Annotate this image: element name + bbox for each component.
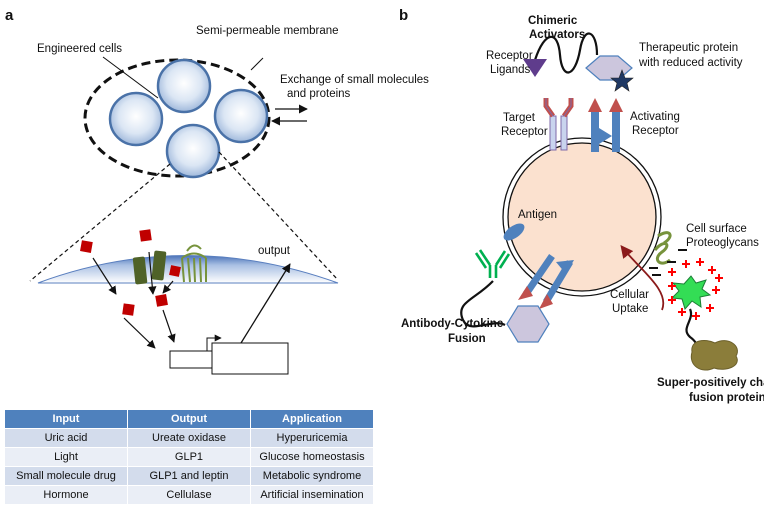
proteoglycans-line1: Cell surface xyxy=(686,223,747,235)
panel-b-letter: b xyxy=(399,7,408,24)
table-row: Hormone Cellulase Artificial inseminatio… xyxy=(5,486,373,504)
output-arrow xyxy=(240,263,291,344)
activating-receptor-line1: Activating xyxy=(630,111,680,123)
engineered-cell xyxy=(213,88,269,144)
table-cell: Hyperuricemia xyxy=(251,429,373,447)
table-cell: Cellulase xyxy=(128,486,250,504)
ligand-squares xyxy=(80,229,181,316)
coiled-receptor xyxy=(181,244,207,283)
zoom-line-right xyxy=(218,151,339,281)
proteoglycan-icon xyxy=(653,231,672,265)
receptor-ligands-line1: Receptor xyxy=(486,50,533,62)
therapeutic-protein-line1: Therapeutic protein xyxy=(639,42,738,54)
proteoglycans-line2: Proteoglycans xyxy=(686,237,759,249)
therapeutic-protein-line2: with reduced activity xyxy=(638,57,743,69)
table-cell: Glucose homeostasis xyxy=(251,448,373,466)
cell-body xyxy=(507,142,657,292)
membrane-label: Semi-permeable membrane xyxy=(196,25,339,37)
table-cell: Light xyxy=(5,448,127,466)
ligand-square xyxy=(122,303,135,316)
ligand-square xyxy=(80,240,93,253)
table-header-application: Application xyxy=(251,410,373,428)
table-cell: Hormone xyxy=(5,486,127,504)
gene-construct xyxy=(169,334,289,375)
activating-receptor xyxy=(588,98,623,152)
target-receptor-line1: Target xyxy=(503,112,536,124)
receptor-ligands-line2: Ligands xyxy=(490,64,531,76)
reduced-activity-star-icon xyxy=(610,69,634,92)
ligand-square xyxy=(155,294,168,307)
exchange-label-line2: and proteins xyxy=(287,88,351,100)
cell-outer-membrane xyxy=(502,137,662,297)
engineered-cell xyxy=(165,123,221,179)
table-cell: Ureate oxidase xyxy=(128,429,250,447)
ligand-square xyxy=(139,229,152,242)
encapsulation-capsule xyxy=(83,58,271,179)
chimeric-linker xyxy=(533,32,599,74)
therapeutic-protein-hexagon xyxy=(585,55,633,81)
output-label: output xyxy=(258,245,291,257)
table-row: Light GLP1 Glucose homeostasis xyxy=(5,448,373,466)
chimeric-activators-line2: Activators xyxy=(529,29,585,41)
table-header-row: Input Output Application xyxy=(5,410,373,428)
receptor-ligand-triangle xyxy=(523,59,547,77)
membrane-receptor xyxy=(132,250,167,285)
table-cell: GLP1 and leptin xyxy=(128,467,250,485)
antigen-label: Antigen xyxy=(518,209,557,221)
table-row: Uric acid Ureate oxidase Hyperuricemia xyxy=(5,429,373,447)
antigen-ellipse xyxy=(503,223,525,241)
engineered-cell xyxy=(108,91,164,147)
target-receptor xyxy=(543,98,574,151)
membrane-pointer xyxy=(250,57,264,71)
fusion-protein-blob xyxy=(690,339,738,371)
table-cell: Uric acid xyxy=(5,429,127,447)
engineered-cell xyxy=(156,58,212,114)
antibody-cytokine-line1: Antibody-Cytokine xyxy=(401,318,503,330)
zoom-line-left xyxy=(29,163,171,282)
table-cell: GLP1 xyxy=(128,448,250,466)
engineered-cells-label: Engineered cells xyxy=(37,43,122,55)
promoter-arrow xyxy=(206,334,222,351)
engineered-cells-pointer xyxy=(102,56,159,99)
antibody-icon xyxy=(474,249,511,278)
cellular-uptake-line1: Cellular xyxy=(610,289,649,301)
charged-protein-star-icon xyxy=(670,275,712,311)
chimeric-activators-line1: Chimeric xyxy=(528,15,578,27)
exchange-label-line1: Exchange of small molecules xyxy=(280,74,429,86)
table-row: Small molecule drug GLP1 and leptin Meta… xyxy=(5,467,373,485)
table-header-input: Input xyxy=(5,410,127,428)
negative-charges xyxy=(649,249,687,276)
antibody-cytokine-line2: Fusion xyxy=(448,333,486,345)
panel-a-letter: a xyxy=(5,7,14,24)
cytokine-hexagon xyxy=(506,305,550,343)
internalized-receptor xyxy=(518,254,574,309)
cellular-uptake-arrow xyxy=(620,245,665,311)
activating-receptor-line2: Receptor xyxy=(632,125,679,137)
table-header-output: Output xyxy=(128,410,250,428)
target-receptor-line2: Receptor xyxy=(501,126,548,138)
ligand-square xyxy=(169,265,181,277)
table-cell: Artificial insemination xyxy=(251,486,373,504)
antibody-linker xyxy=(460,280,506,328)
positive-charges xyxy=(668,258,723,320)
super-positive-line2: fusion proteins xyxy=(689,392,764,404)
table-cell: Small molecule drug xyxy=(5,467,127,485)
table-cell: Metabolic syndrome xyxy=(251,467,373,485)
input-output-table: Input Output Application Uric acid Ureat… xyxy=(4,409,374,505)
signal-arrows xyxy=(92,251,176,349)
cellular-uptake-line2: Uptake xyxy=(612,303,648,315)
super-positive-line1: Super-positively charged xyxy=(657,377,764,389)
